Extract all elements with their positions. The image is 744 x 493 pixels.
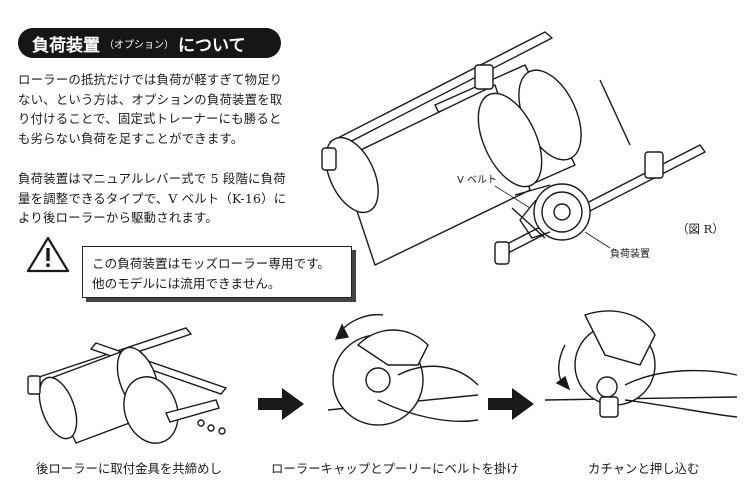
heading-paren: （オプション） [104,39,174,51]
section-heading: 負荷装置 （オプション） について [18,28,281,58]
step-1-illustration [27,327,228,444]
warning-box: この負荷装置はモッズローラー専用です。 他のモデルには流用できません。 [82,246,352,298]
warning-line: この負荷装置はモッズローラー専用です。 [92,256,331,271]
text-line: ない、という方は、オプションの負荷装置を取 [18,91,283,107]
text-line: り付けることで、固定式トレーナーにも勝ると [18,111,282,126]
text-line: ローラーの抵抗だけでは負荷が軽すぎて物足り [18,72,283,87]
step-1-caption: 後ローラーに取付金具を共締めし [36,461,222,476]
figure-r-illustration [321,31,706,266]
text-line: 量を調整できるタイプで、V ベルト（K-16）に [18,190,287,206]
figure-r-caption: （図 R） [677,222,724,236]
text-line: 負荷装置はマニュアルレバー式で 5 段階に負荷 [18,171,286,186]
intro-paragraph-2: 負荷装置はマニュアルレバー式で 5 段階に負荷 量を調整できるタイプで、V ベル… [18,169,300,228]
right-arrow-icon [258,388,304,420]
step-2-illustration [327,313,479,426]
step-3-illustration [544,310,738,418]
label-load-device: 負荷装置 [610,249,650,260]
text-line: も劣らない負荷を足すことができます。 [18,130,244,146]
intro-paragraph-1: ローラーの抵抗だけでは負荷が軽すぎて物足り ない、という方は、オプションの負荷装… [18,70,300,148]
step-3-caption: カチャンと押し込む [588,461,700,476]
heading-suffix: について [178,35,246,56]
right-arrow-icon [488,388,534,420]
text-line: より後ローラーから駆動されます。 [18,210,218,225]
step-2-caption: ローラーキャップとプーリーにベルトを掛け [271,461,519,476]
label-v-belt: V ベルト [457,175,498,186]
warning-triangle-icon [26,236,70,273]
heading-main: 負荷装置 [32,35,100,56]
warning-line: 他のモデルには流用できません。 [92,276,281,291]
